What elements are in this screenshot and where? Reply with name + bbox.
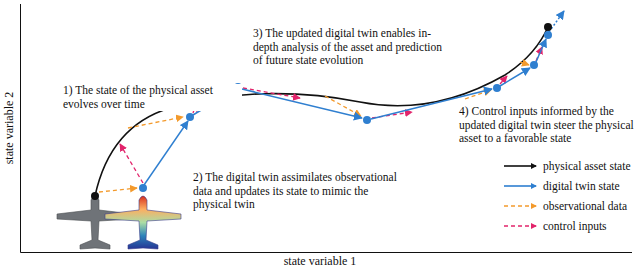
- legend-text: control inputs: [543, 219, 607, 233]
- legend-text: observational data: [543, 199, 627, 213]
- legend-line-sample: [503, 181, 537, 191]
- legend-text: physical asset state: [543, 159, 631, 173]
- legend-entry: control inputs: [503, 219, 607, 233]
- step-annotation: 4) Control inputs informed by the update…: [458, 105, 638, 146]
- step-annotation: 3) The updated digital twin enables in-d…: [252, 27, 454, 68]
- axis-label: state variable 1: [284, 254, 357, 268]
- step-annotation: 2) The digital twin assimilates observat…: [192, 171, 409, 212]
- legend-text: digital twin state: [543, 179, 620, 193]
- legend-entry: observational data: [503, 199, 627, 213]
- step-annotation: 1) The state of the physical asset evolv…: [62, 84, 242, 111]
- legend-line-sample: [503, 201, 537, 211]
- physical-aircraft: [57, 196, 133, 249]
- axis-label: state variable 2: [2, 92, 16, 165]
- legend-entry: physical asset state: [503, 159, 631, 173]
- digital-twin-aircraft: [105, 196, 181, 249]
- legend-line-sample: [503, 161, 537, 171]
- legend-line-sample: [503, 221, 537, 231]
- legend-entry: digital twin state: [503, 179, 620, 193]
